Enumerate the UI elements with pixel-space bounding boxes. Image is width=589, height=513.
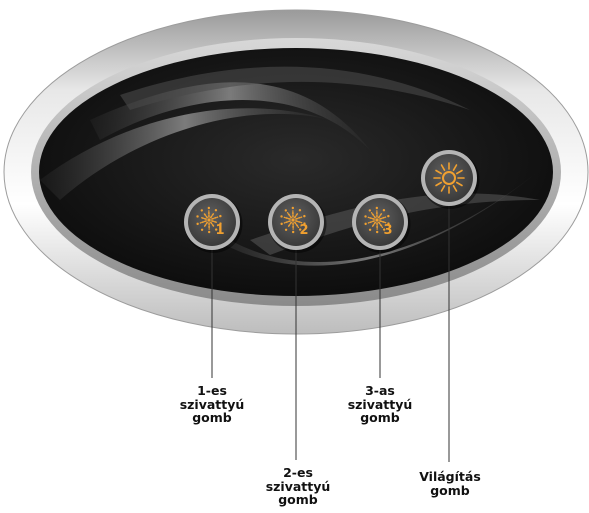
button-number: 2 xyxy=(299,223,308,238)
label-pump1-line2: szivattyú xyxy=(160,398,264,412)
label-pump1-line1: 1-es xyxy=(160,384,264,398)
label-pump3-line3: gomb xyxy=(325,411,435,425)
label-light-line2: gomb xyxy=(398,484,502,498)
label-pump3-line1: 3-as xyxy=(325,384,435,398)
label-light-button: Világítás gomb xyxy=(398,470,502,497)
label-pump1-button: 1-es szivattyú gomb xyxy=(160,384,264,425)
label-pump2-line3: gomb xyxy=(246,493,350,507)
label-pump3-button: 3-as szivattyú gomb xyxy=(325,384,435,425)
label-pump1-line3: gomb xyxy=(160,411,264,425)
button-number: 1 xyxy=(215,223,224,238)
button-number: 3 xyxy=(383,223,392,238)
label-pump3-line2: szivattyú xyxy=(325,398,435,412)
label-pump2-button: 2-es szivattyú gomb xyxy=(246,466,350,507)
label-pump2-line1: 2-es xyxy=(246,466,350,480)
label-light-line1: Világítás xyxy=(398,470,502,484)
label-pump2-line2: szivattyú xyxy=(246,480,350,494)
